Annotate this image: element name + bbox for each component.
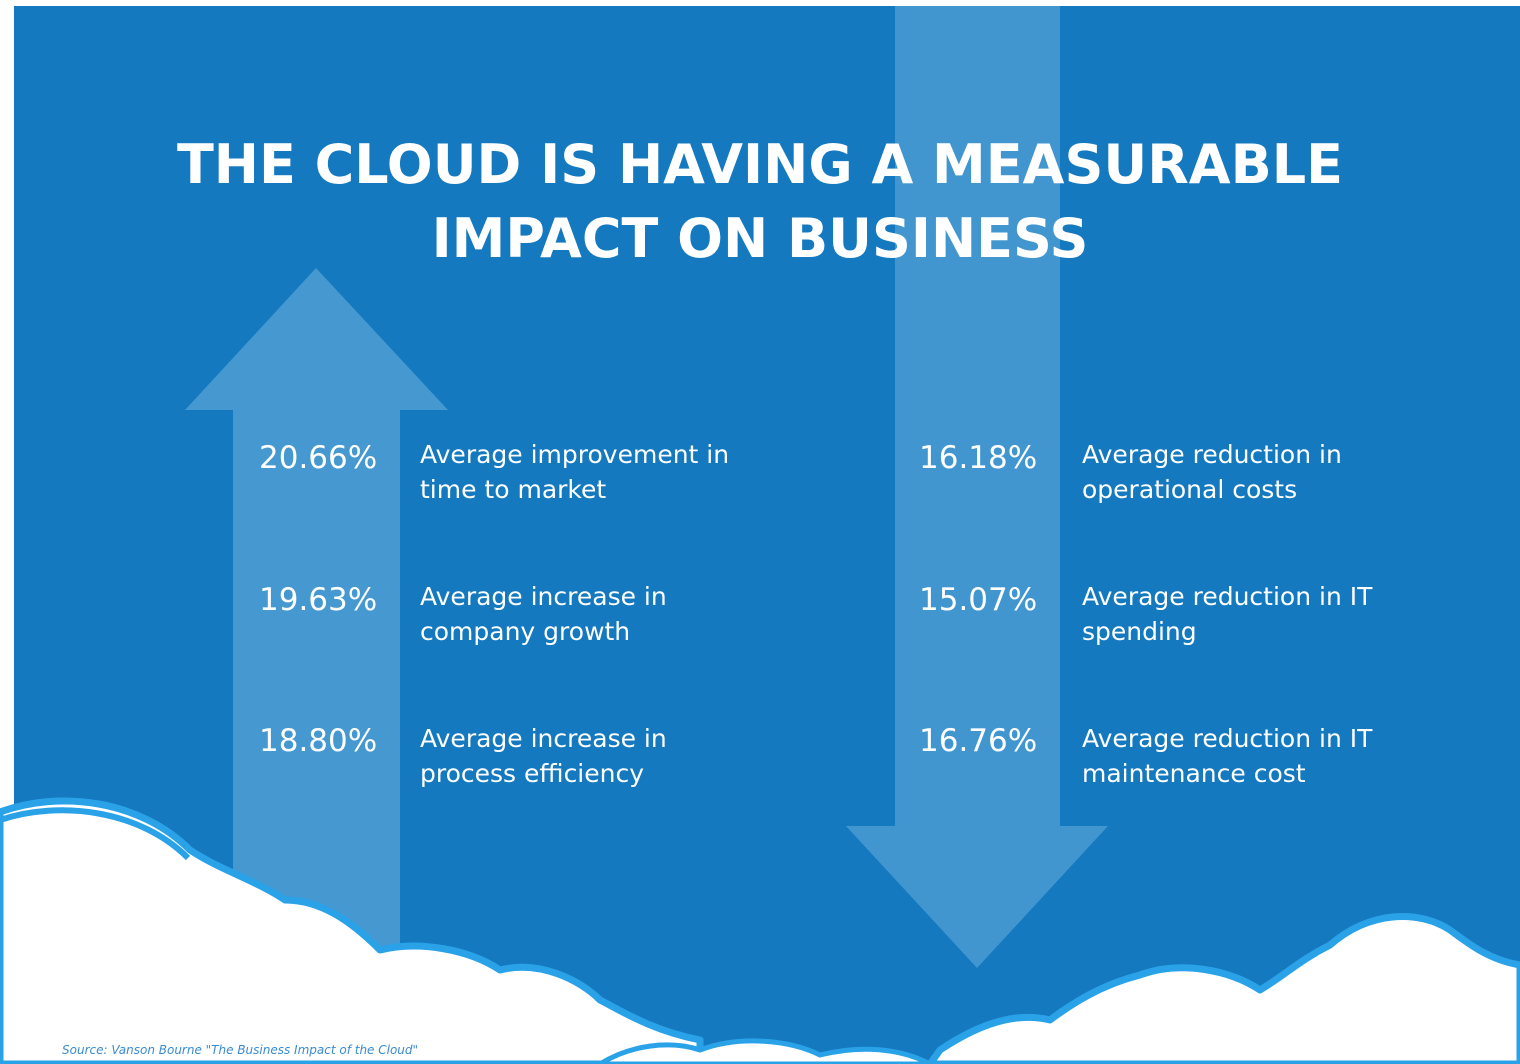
increase-value-1: 20.66% [259,440,378,476]
down-arrow-icon [846,6,1108,968]
bottom-cloud-puffs [595,1038,932,1064]
title-line-2: IMPACT ON BUSINESS [431,207,1089,270]
source-citation: Source: Vanson Bourne "The Business Impa… [62,1043,419,1057]
page-title: THE CLOUD IS HAVING A MEASURABLE IMPACT … [0,128,1520,276]
increase-desc-3: Average increase in process efficiency [420,724,667,788]
increase-desc-2: Average increase in company growth [420,582,667,646]
reduction-value-3: 16.76% [919,723,1038,759]
right-cloud [926,913,1520,1064]
increase-value-2: 19.63% [259,582,378,618]
reduction-desc-3: Average reduction in IT maintenance cost [1082,724,1373,788]
reduction-value-2: 15.07% [919,582,1038,618]
up-arrow-icon [185,268,448,1064]
reduction-desc-2: Average reduction in IT spending [1082,582,1373,646]
title-line-1: THE CLOUD IS HAVING A MEASURABLE [176,133,1344,196]
reduction-value-1: 16.18% [919,440,1038,476]
increase-value-3: 18.80% [259,723,378,759]
increase-desc-1: Average improvement in time to market [420,440,730,504]
left-cloud [0,797,704,1064]
reduction-desc-1: Average reduction in operational costs [1082,440,1342,504]
